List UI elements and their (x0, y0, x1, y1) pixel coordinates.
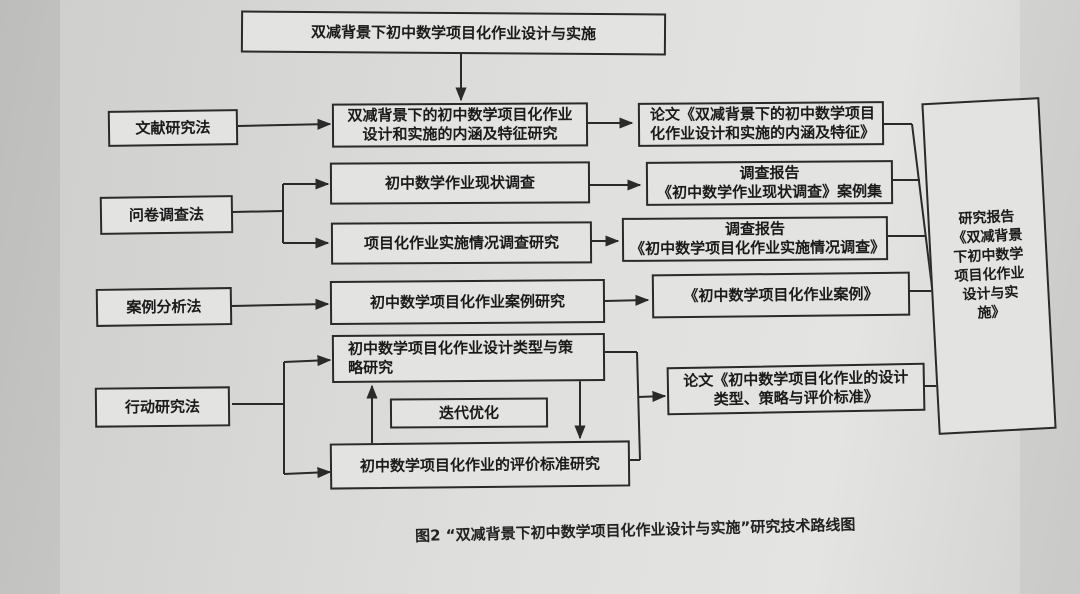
method-literature: 文献研究法 (107, 109, 239, 147)
study-design-strategy: 初中数学项目化作业设计类型与策略研究 (331, 333, 606, 383)
output-paper-design-evaluation: 论文《初中数学项目化作业的设计类型、策略与评价标准》 (666, 362, 926, 416)
output-paper-connotation: 论文《双减背景下的初中数学项目化作业设计和实施的内涵及特征》 (637, 101, 885, 147)
output-report-status-line1: 调查报告 (739, 163, 800, 183)
study-connotation: 双减背景下的初中数学项目化作业设计和实施的内涵及特征研究 (331, 102, 589, 148)
study-status-survey: 初中数学作业现状调查 (329, 161, 591, 205)
output-report-status-line2: 《初中数学作业现状调查》案例集 (656, 182, 883, 202)
method-case-analysis: 案例分析法 (95, 287, 233, 327)
output-report-implementation: 调查报告 《初中数学项目化作业实施情况调查》 (621, 216, 889, 262)
method-questionnaire: 问卷调查法 (99, 195, 234, 235)
output-report-impl-line1: 调查报告 (724, 219, 785, 239)
final-research-report: 研究报告《双减背景下初中数学项目化作业设计与实施》 (921, 97, 1057, 435)
study-case-research: 初中数学项目化作业案例研究 (329, 279, 606, 325)
output-report-status: 调查报告 《初中数学作业现状调查》案例集 (645, 160, 894, 206)
method-action-research: 行动研究法 (94, 386, 231, 428)
output-case-collection: 《初中数学项目化作业案例》 (651, 271, 911, 319)
iteration-optimization: 迭代优化 (389, 397, 549, 429)
study-evaluation-standard: 初中数学项目化作业的评价标准研究 (329, 440, 631, 490)
study-implementation-survey: 项目化作业实施情况调查研究 (330, 221, 593, 265)
output-report-impl-line2: 《初中数学项目化作业实施情况调查》 (630, 238, 886, 258)
title-box: 双减背景下初中数学项目化作业设计与实施 (240, 10, 667, 56)
